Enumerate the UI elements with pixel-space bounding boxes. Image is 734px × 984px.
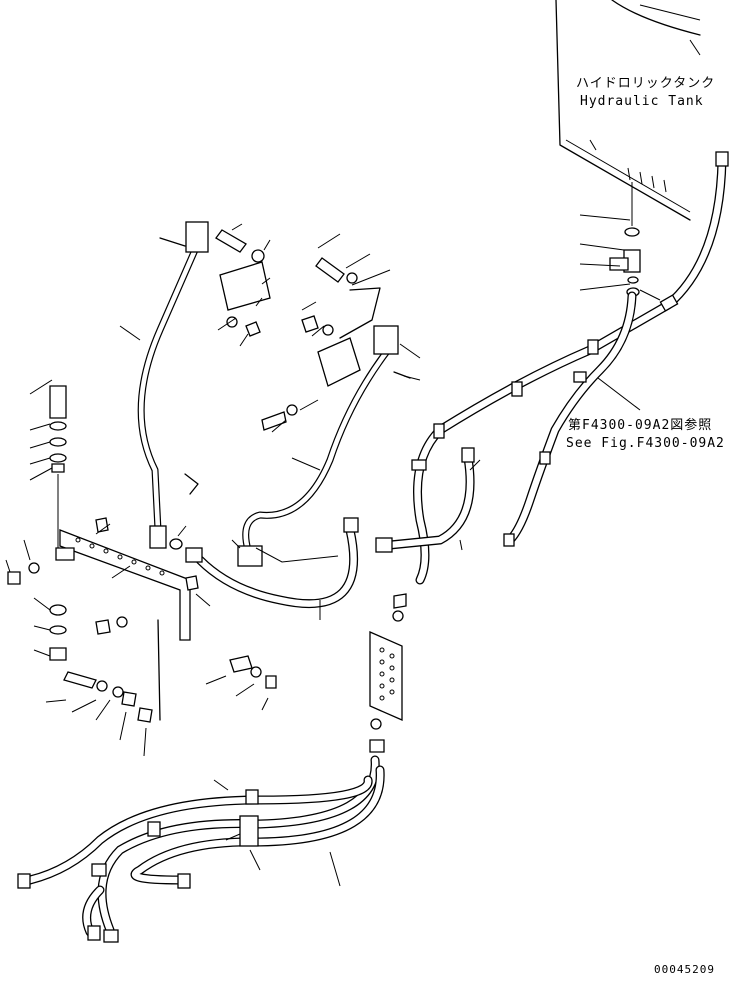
reference-label-ja: 第F4300-09A2図参照: [568, 418, 713, 433]
leader-lines: [5, 214, 661, 887]
tank-return-hose: [411, 151, 729, 585]
bottom-hose-bundle: [17, 755, 385, 943]
reference-label-en: See Fig.F4300-09A2: [566, 436, 725, 451]
bolts-washers: [159, 229, 411, 495]
tank-label-en: Hydraulic Tank: [580, 94, 704, 109]
hydraulic-tank-outline: [555, 0, 701, 221]
left-pipe: [137, 221, 209, 550]
tank-label-ja: ハイドロリックタンク: [576, 76, 716, 91]
center-hose: [185, 447, 475, 609]
reference-hose: [503, 291, 637, 547]
perforated-bracket: [55, 517, 277, 721]
drawing-number: 00045209: [654, 963, 715, 976]
clamp-plate: [369, 593, 407, 753]
pipe-brackets: [219, 261, 381, 387]
right-pipe: [237, 325, 399, 567]
tank-valve-assembly: [609, 182, 641, 297]
